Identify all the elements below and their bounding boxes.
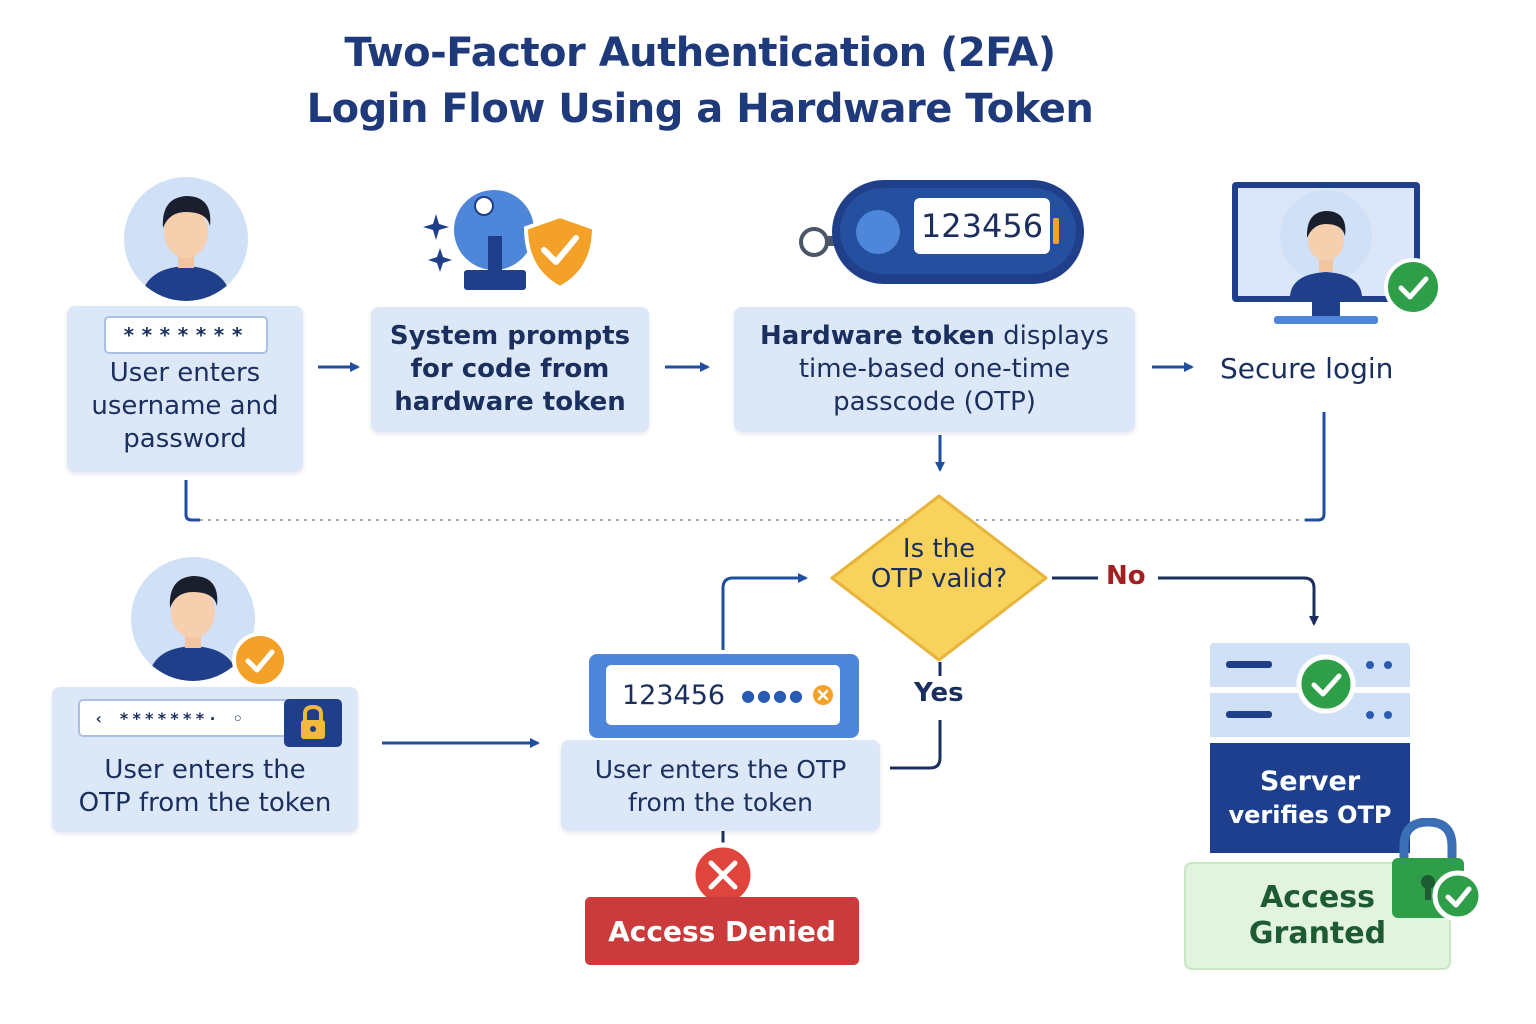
- padlock-icon: [1392, 818, 1484, 922]
- connector-right-down: [1305, 412, 1326, 522]
- arrow-no-to-server: [1158, 576, 1319, 626]
- decision-no-label: No: [1106, 561, 1146, 591]
- step-otp-entry-box: User enters the OTP from the token: [561, 740, 880, 831]
- error-x-icon: [690, 842, 756, 908]
- token-label-2: time-based one-time: [798, 354, 1071, 384]
- decision-yes-label: Yes: [914, 678, 964, 708]
- arrow-entry-to-decision: [721, 573, 808, 650]
- token-label-3: passcode (OTP): [833, 387, 1036, 417]
- connector-left-down: [184, 480, 200, 522]
- user-otp-label-1: User enters the: [104, 754, 306, 785]
- decision-label: Is the OTP valid?: [838, 534, 1040, 594]
- title-line-2: Login Flow Using a Hardware Token: [306, 86, 1094, 132]
- secure-login-label: Secure login: [1220, 352, 1394, 385]
- credentials-label-2: username and: [91, 390, 279, 421]
- token-label-1: Hardware token displays: [760, 321, 1109, 351]
- title-line-1: Two-Factor Authentication (2FA): [344, 30, 1056, 76]
- server-label-1: Server: [1259, 766, 1361, 797]
- prompt-label-1: System prompts: [389, 321, 631, 351]
- otp-entry-field[interactable]: 123456 ●●●●: [606, 665, 840, 725]
- fingerprint-shield-icon: [423, 190, 597, 291]
- check-badge-icon: [1296, 654, 1356, 714]
- server-label: Server verifies OTP: [1210, 743, 1410, 853]
- clear-icon[interactable]: [812, 684, 834, 706]
- access-denied-banner: Access Denied: [585, 897, 859, 965]
- user-otp-label-2: OTP from the token: [78, 787, 332, 818]
- hardware-token-icon: 123456: [798, 178, 1088, 288]
- check-badge-icon: [1384, 258, 1442, 316]
- password-field[interactable]: *******: [104, 316, 268, 354]
- decision-diamond: [830, 494, 1048, 662]
- otp-entry-value: 123456: [622, 679, 726, 711]
- decision-label-1: Is the: [902, 534, 976, 564]
- otp-masked-dots: ●●●●: [741, 685, 805, 705]
- token-display: 123456: [914, 198, 1050, 254]
- server-label-2: verifies OTP: [1228, 801, 1392, 829]
- granted-label-2: Granted: [1248, 916, 1387, 951]
- monitor-user-icon: [1232, 182, 1420, 324]
- credentials-label-3: password: [123, 423, 247, 454]
- user-avatar-icon: [124, 177, 248, 301]
- otp-entry-label-1: User enters the OTP: [594, 754, 847, 784]
- credentials-label-1: User enters: [109, 357, 261, 388]
- connector-yes-to-entry: [890, 720, 942, 770]
- step-token-box: Hardware token displays time-based one-t…: [734, 307, 1135, 432]
- user-avatar-icon: [131, 557, 255, 681]
- prompt-label-2: for code from: [410, 354, 610, 384]
- otp-entry-label-2: from the token: [627, 787, 813, 817]
- padlock-icon: [284, 699, 342, 747]
- check-badge-icon: [232, 632, 288, 688]
- granted-label-1: Access: [1260, 880, 1375, 915]
- prompt-label-3: hardware token: [394, 387, 626, 417]
- otp-input-field[interactable]: ‹ *******· ◦: [78, 699, 288, 737]
- step-prompt-box: System prompts for code from hardware to…: [371, 307, 649, 432]
- decision-label-2: OTP valid?: [870, 564, 1008, 594]
